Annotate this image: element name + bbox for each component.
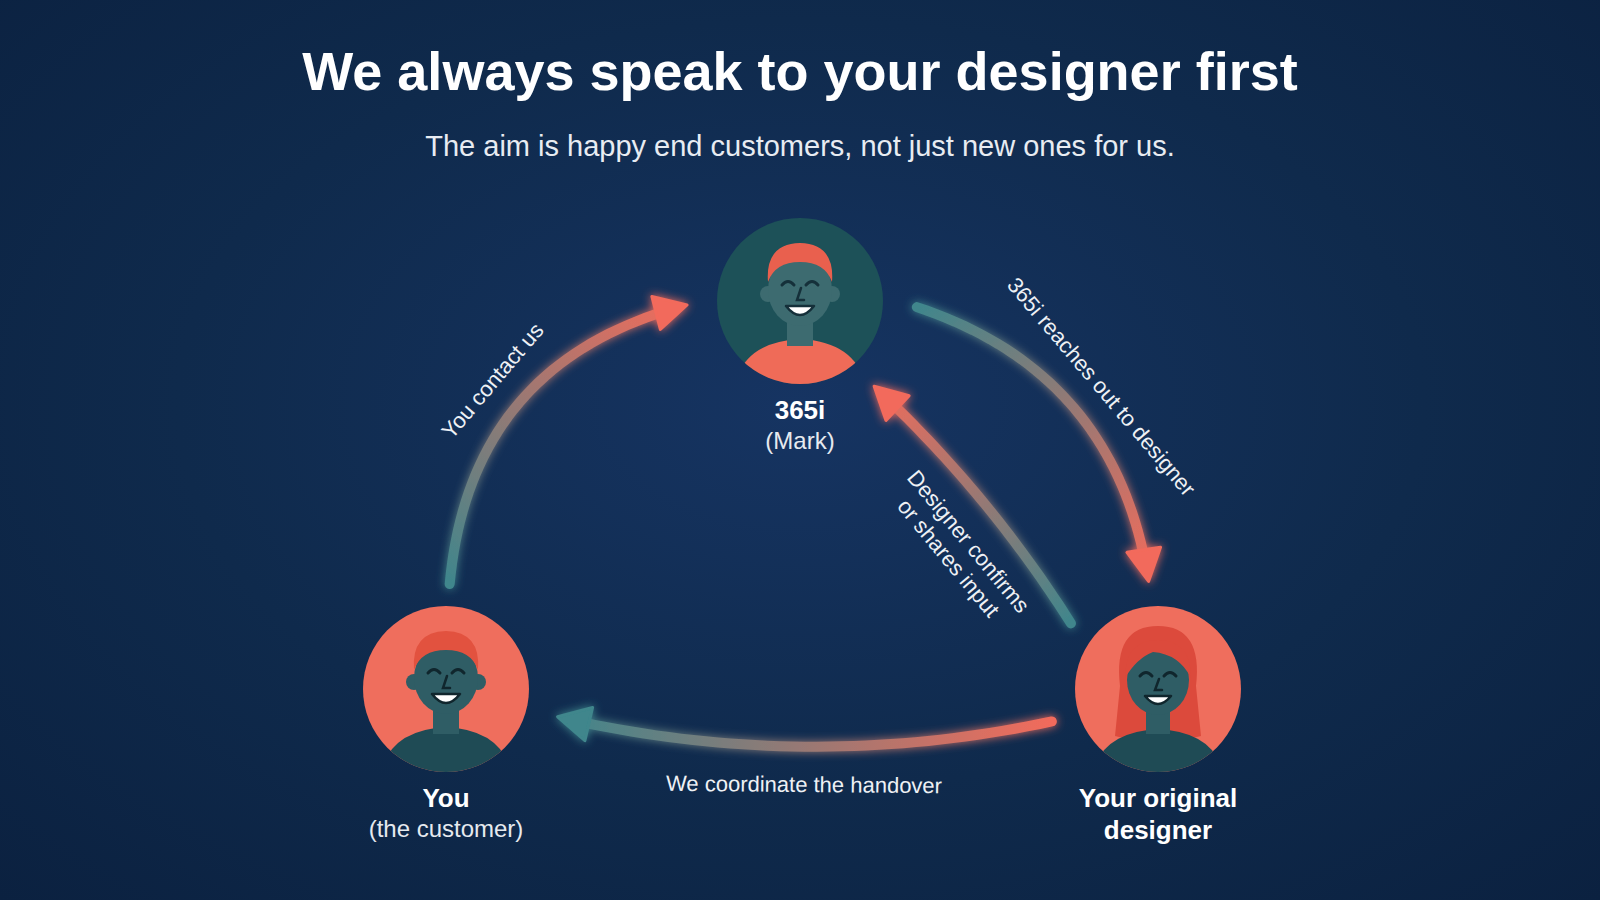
title-text: We always speak to your designer first <box>0 38 1600 104</box>
avatar-disc <box>717 218 883 384</box>
node-name: Your original designer <box>1071 782 1245 846</box>
avatar-disc <box>1075 606 1241 772</box>
arrow-head <box>1127 547 1161 581</box>
avatar-illustration <box>363 606 529 772</box>
arrow-label: We coordinate the handover <box>666 770 942 798</box>
subtitle-text: The aim is happy end customers, not just… <box>0 128 1600 164</box>
avatar-illustration <box>717 218 883 384</box>
arrow-head <box>558 708 593 741</box>
arrow-label: Designer confirms or shares input <box>875 458 1040 642</box>
node-role: (Mark) <box>717 426 883 456</box>
avatar-illustration <box>1075 606 1241 772</box>
avatar-disc <box>363 606 529 772</box>
node-name: 365i <box>717 394 883 426</box>
arrow-label: You contact us <box>437 318 550 444</box>
arrow-head <box>652 296 687 329</box>
arrow-label: 365i reaches out to designer <box>1001 272 1200 501</box>
avatar-node: Your original designer <box>1071 606 1245 846</box>
flow-arrow <box>450 296 687 584</box>
arrow-head <box>874 386 909 420</box>
node-name: You <box>361 782 532 814</box>
arrow-line <box>450 310 669 584</box>
flow-arrow <box>558 708 1052 747</box>
node-role: (the customer) <box>361 814 532 844</box>
arrow-line <box>576 721 1052 747</box>
avatar-node: 365i(Mark) <box>717 218 883 456</box>
avatar-node: You(the customer) <box>361 606 532 844</box>
